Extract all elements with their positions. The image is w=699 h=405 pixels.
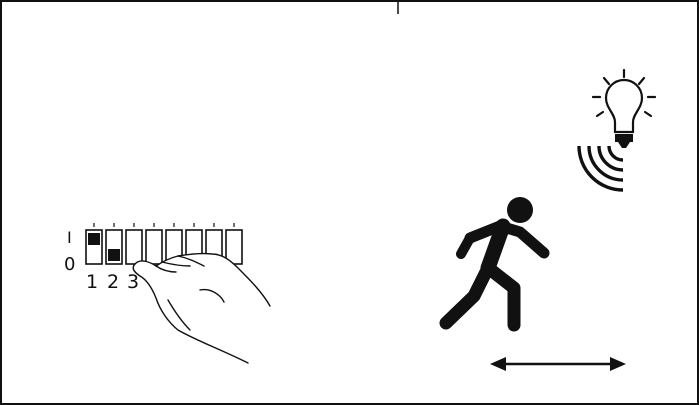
off-label: 0 bbox=[64, 254, 75, 275]
wireless-signal-icon bbox=[577, 145, 624, 192]
dip-switch-1 bbox=[85, 223, 103, 265]
dip-switch-3 bbox=[125, 223, 143, 265]
light-bulb-icon bbox=[591, 68, 657, 148]
dip-switch-2 bbox=[105, 223, 123, 265]
position-label-3: 3 bbox=[127, 271, 139, 293]
on-label: I bbox=[67, 228, 72, 247]
dip-switch-knob bbox=[108, 249, 120, 261]
dip-switch-knob bbox=[88, 233, 100, 245]
double-arrow-icon bbox=[490, 357, 626, 371]
walking-person-icon bbox=[439, 197, 550, 332]
dip-switch-8 bbox=[225, 223, 243, 265]
position-label-2: 2 bbox=[107, 271, 119, 293]
pointing-hand-icon bbox=[132, 252, 271, 364]
dip-switch-4 bbox=[145, 223, 163, 265]
position-label-1: 1 bbox=[86, 271, 98, 293]
